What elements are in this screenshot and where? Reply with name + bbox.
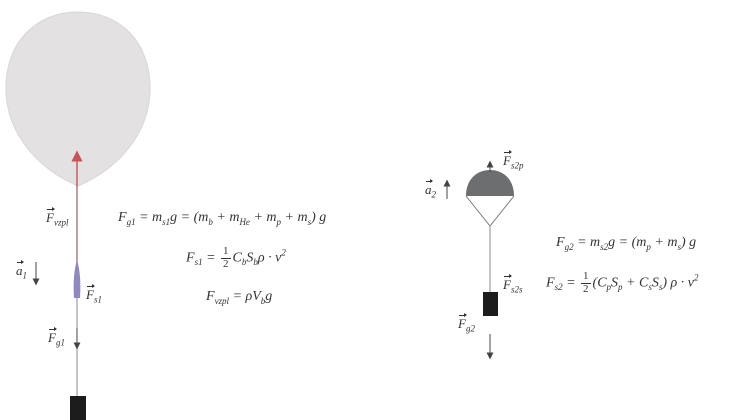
payload-box-1 — [70, 396, 86, 420]
parachute-shroud-right — [489, 195, 515, 227]
label-acceleration-1: a1 — [16, 260, 27, 281]
equation-weight-2: Fg2 = ms2g = (mp + ms) g — [556, 235, 697, 252]
payload-box-2 — [483, 292, 498, 316]
label-lift-force: Fνzpl — [46, 207, 69, 228]
label-acceleration-2: a2 — [425, 179, 436, 200]
packed-parachute — [73, 260, 81, 298]
equation-weight-1: Fg1 = ms1g = (mb + mHe + mp + ms) g — [118, 210, 327, 227]
label-chute-force: Fs2p — [503, 150, 524, 171]
label-weight-1: Fg1 — [48, 327, 65, 348]
parachute-canopy — [466, 170, 514, 196]
parachute-shroud-left — [465, 195, 491, 227]
equation-lift: Fνzpl = ρVbg — [206, 289, 273, 306]
label-drag-force-1: Fs1 — [86, 284, 102, 305]
balloon — [5, 11, 151, 187]
label-weight-2: Fg2 — [458, 313, 475, 334]
label-drag-force-2: Fs2s — [503, 274, 523, 295]
